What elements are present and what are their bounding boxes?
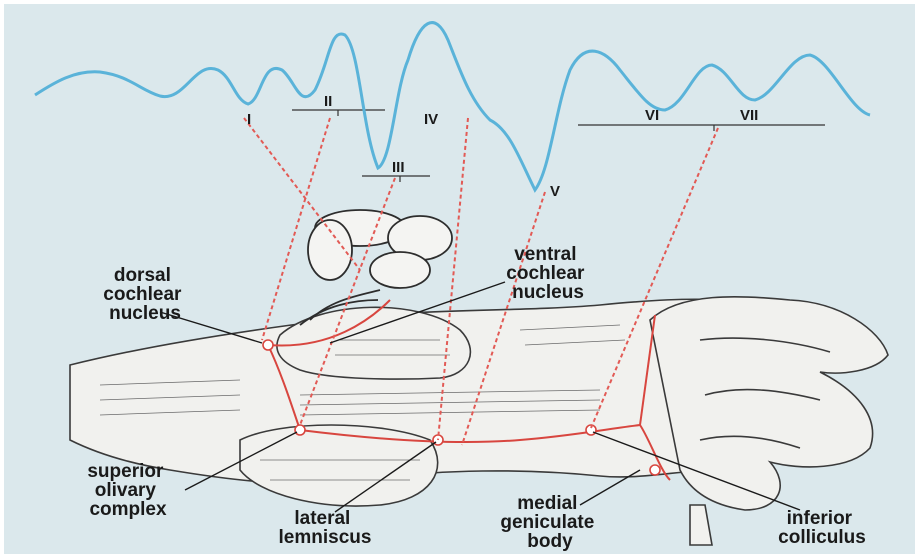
wave-label-i: I [247,111,251,128]
wave-label-iv: IV [424,111,438,128]
wave-label-iii: III [392,159,405,176]
label-inferior-colliculus: inferior colliculus [778,508,866,548]
label-superior-olivary-complex: superior olivary complex [87,461,168,520]
wave-label-v: V [550,183,560,200]
wave-label-ii: II [324,93,332,110]
label-ventral-cochlear-nucleus: ventral cochlear nucleus [506,244,589,303]
wave-label-vii: VII [740,107,758,124]
label-dorsal-cochlear-nucleus: dorsal cochlear nucleus [103,265,186,324]
wave-label-vi: VI [645,107,659,124]
